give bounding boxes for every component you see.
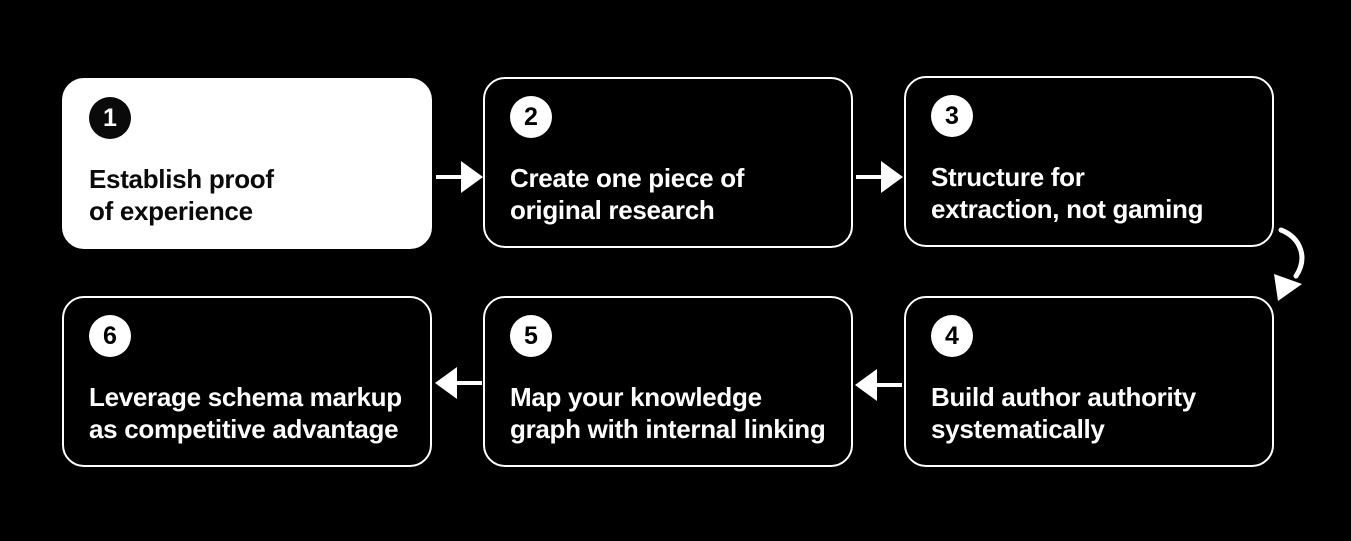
arrow-curve-down-icon bbox=[1274, 227, 1305, 301]
step-number: 6 bbox=[103, 321, 117, 350]
step-label: Establish proof of experience bbox=[89, 164, 274, 226]
step-card-6: 6 Leverage schema markup as competitive … bbox=[62, 296, 432, 467]
step-number-badge: 1 bbox=[89, 97, 131, 139]
step-number-badge: 6 bbox=[89, 315, 131, 357]
step-label: Build author authority systematically bbox=[931, 382, 1196, 444]
arrow-right-icon bbox=[436, 161, 483, 193]
arrow-left-icon bbox=[435, 367, 482, 399]
step-number-badge: 4 bbox=[931, 315, 973, 357]
step-number-badge: 2 bbox=[510, 96, 552, 138]
step-number: 3 bbox=[945, 101, 959, 130]
step-label: Leverage schema markup as competitive ad… bbox=[89, 382, 402, 444]
step-number: 5 bbox=[524, 321, 538, 350]
step-number-badge: 3 bbox=[931, 95, 973, 137]
step-card-4: 4 Build author authority systematically bbox=[904, 296, 1274, 467]
step-number: 4 bbox=[945, 321, 959, 350]
arrow-left-icon bbox=[855, 369, 902, 401]
step-card-1: 1 Establish proof of experience bbox=[62, 78, 432, 249]
step-card-2: 2 Create one piece of original research bbox=[483, 77, 853, 248]
step-number-badge: 5 bbox=[510, 315, 552, 357]
step-card-5: 5 Map your knowledge graph with internal… bbox=[483, 296, 853, 467]
arrow-right-icon bbox=[856, 161, 903, 193]
step-label: Map your knowledge graph with internal l… bbox=[510, 382, 826, 444]
step-card-3: 3 Structure for extraction, not gaming bbox=[904, 76, 1274, 247]
step-label: Structure for extraction, not gaming bbox=[931, 162, 1204, 224]
step-number: 2 bbox=[524, 102, 538, 131]
step-label: Create one piece of original research bbox=[510, 163, 745, 225]
step-number: 1 bbox=[103, 103, 117, 132]
